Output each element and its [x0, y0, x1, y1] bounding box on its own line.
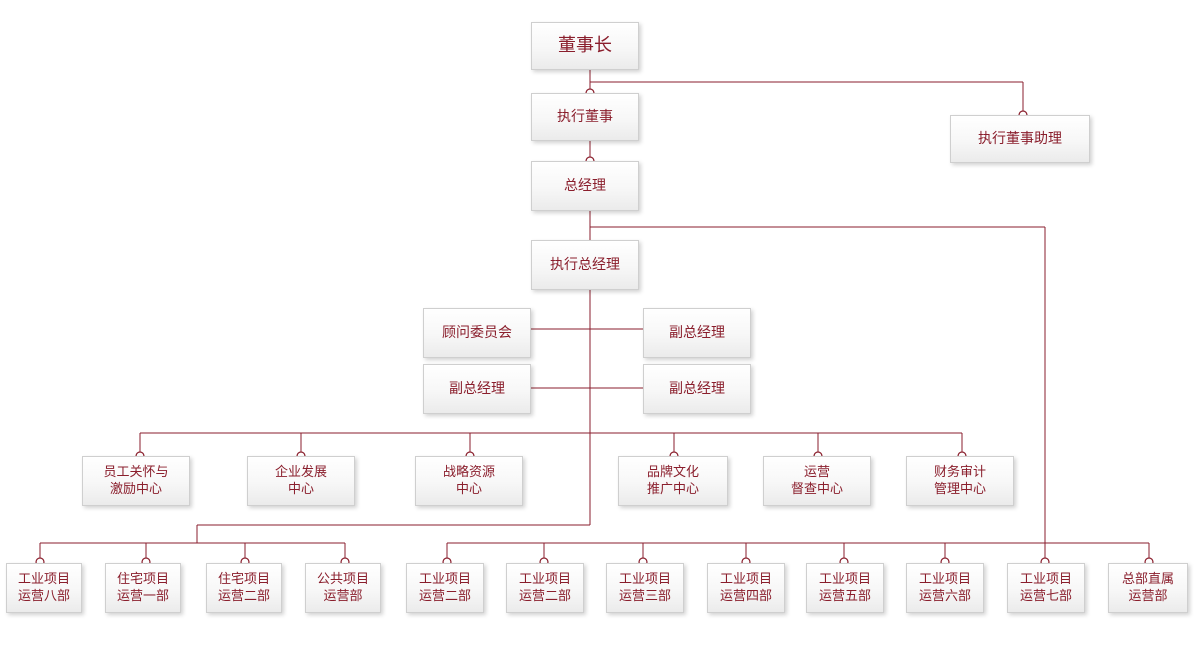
node-executive-director[interactable]: 执行董事	[531, 93, 639, 141]
node-executive-general-manager[interactable]: 执行总经理	[531, 240, 639, 290]
node-center[interactable]: 战略资源 中心	[415, 456, 523, 506]
node-department[interactable]: 工业项目 运营八部	[6, 563, 82, 613]
node-department[interactable]: 工业项目 运营三部	[606, 563, 684, 613]
node-department[interactable]: 总部直属 运营部	[1108, 563, 1188, 613]
node-department[interactable]: 住宅项目 运营一部	[105, 563, 181, 613]
node-general-manager[interactable]: 总经理	[531, 161, 639, 211]
node-department[interactable]: 工业项目 运营六部	[906, 563, 984, 613]
node-department[interactable]: 工业项目 运营二部	[506, 563, 584, 613]
node-center[interactable]: 运营 督查中心	[763, 456, 871, 506]
node-center[interactable]: 品牌文化 推广中心	[618, 456, 728, 506]
node-deputy-general-manager[interactable]: 副总经理	[643, 308, 751, 358]
node-department[interactable]: 公共项目 运营部	[305, 563, 381, 613]
node-center[interactable]: 企业发展 中心	[247, 456, 355, 506]
node-deputy-general-manager[interactable]: 副总经理	[643, 364, 751, 414]
node-department[interactable]: 工业项目 运营四部	[707, 563, 785, 613]
node-department[interactable]: 工业项目 运营五部	[806, 563, 884, 613]
node-center[interactable]: 财务审计 管理中心	[906, 456, 1014, 506]
node-department[interactable]: 工业项目 运营七部	[1007, 563, 1085, 613]
node-department[interactable]: 工业项目 运营二部	[406, 563, 484, 613]
node-chairman[interactable]: 董事长	[531, 22, 639, 70]
node-deputy-general-manager[interactable]: 副总经理	[423, 364, 531, 414]
node-advisory-committee[interactable]: 顾问委员会	[423, 308, 531, 358]
node-executive-director-assistant[interactable]: 执行董事助理	[950, 115, 1090, 163]
node-department[interactable]: 住宅项目 运营二部	[206, 563, 282, 613]
node-center[interactable]: 员工关怀与 激励中心	[82, 456, 190, 506]
